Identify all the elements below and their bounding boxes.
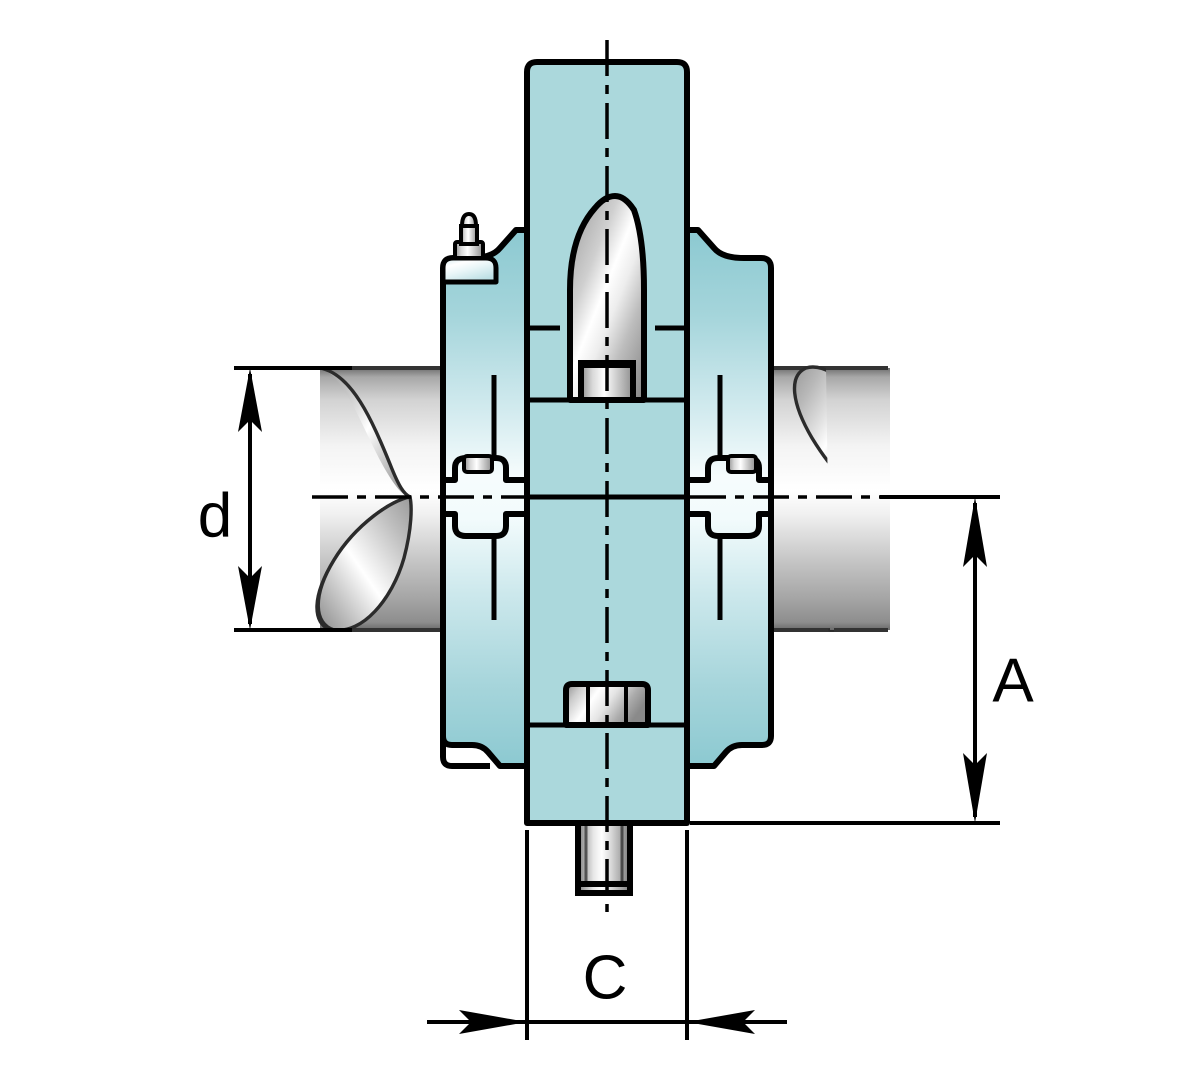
dimension-A: A [690, 495, 1034, 825]
dim-C-label: C [583, 943, 628, 1012]
anchor-bolt [575, 820, 633, 896]
dim-C-arrow-left [459, 1010, 527, 1034]
shaft-break-line-left [315, 366, 413, 632]
dim-C-arrow-right [687, 1010, 755, 1034]
grub-screw-left [462, 454, 494, 474]
housing-left-foot-notch [440, 736, 490, 769]
shaft-tail-stubs [826, 366, 890, 632]
dim-d-arrow-top [238, 368, 262, 432]
dim-A-arrow-top [963, 497, 987, 567]
dim-A-label: A [992, 646, 1034, 715]
dim-d-arrow-bottom [238, 566, 262, 630]
shaft [315, 365, 890, 632]
dim-A-arrow-bottom [963, 753, 987, 823]
grub-screw-right [726, 454, 758, 474]
grease-nipple [440, 211, 499, 285]
dimension-d: d [198, 366, 352, 632]
dimension-C: C [427, 830, 787, 1040]
dim-d-label: d [198, 481, 232, 550]
